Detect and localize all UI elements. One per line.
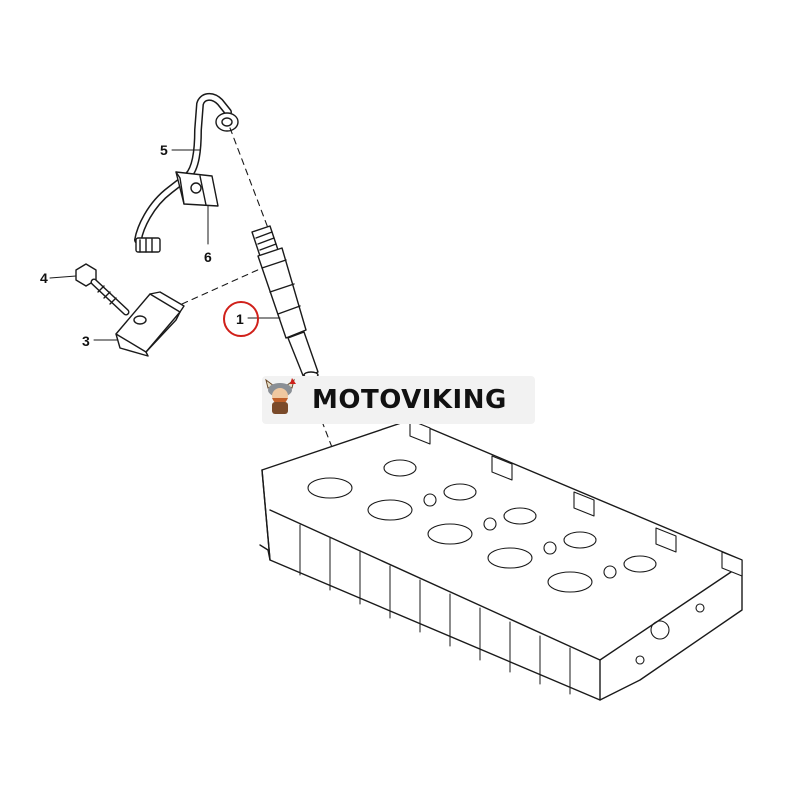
bracket-bolt <box>75 263 130 316</box>
viking-mascot-icon <box>265 378 306 420</box>
pipe-clamp <box>175 171 219 207</box>
callout-5: 5 <box>160 142 168 158</box>
callout-6: 6 <box>204 249 212 265</box>
injector-bracket <box>115 291 185 357</box>
cylinder-head <box>259 419 743 701</box>
callout-leader-lines <box>49 149 281 341</box>
callout-3: 3 <box>82 333 90 349</box>
fuel-injection-pipe <box>134 93 239 253</box>
highlight-circle <box>223 301 259 337</box>
callout-4: 4 <box>40 270 48 286</box>
callout-1: 1 <box>236 311 244 327</box>
watermark-banner: MOTOVIKING <box>262 376 535 424</box>
watermark-text: MOTOVIKING <box>312 385 507 415</box>
fuel-injector <box>251 225 319 379</box>
